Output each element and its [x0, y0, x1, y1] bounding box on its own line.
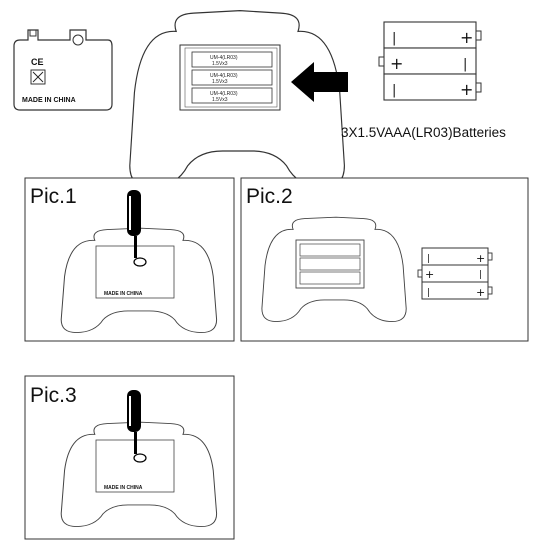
battery-plus-sign: + [390, 54, 403, 73]
battery-plus-sign: + [476, 286, 485, 299]
battery-compartment-top: UM-4(LR03) 1.5Vx3 UM-4(LR03) 1.5Vx3 UM-4… [179, 44, 281, 111]
battery-plus-sign: + [460, 80, 473, 99]
compartment-text-cell: UM-4(LR03) [210, 73, 238, 79]
battery-minus-sign: | [392, 31, 396, 46]
screwdriver-icon [127, 190, 147, 267]
battery-plus-sign: + [460, 28, 473, 47]
battery-plus-sign: + [425, 268, 434, 281]
made-in-china-label: MADE IN CHINA [104, 485, 143, 491]
panel-label-pic-2: Pic.2 [246, 185, 293, 208]
weee-icon [30, 69, 46, 85]
compartment-text-voltage: 1.5Vx3 [212, 79, 228, 85]
battery-minus-sign: | [463, 57, 467, 72]
battery-stack-top: | + + | | + [378, 21, 482, 101]
compartment-text-voltage: 1.5Vx3 [212, 61, 228, 67]
compartment-text-voltage: 1.5Vx3 [212, 97, 228, 103]
panel-pic-2: Pic.2 | + + | | + [240, 177, 529, 342]
insert-arrow-icon [291, 62, 348, 102]
battery-minus-sign: | [427, 254, 430, 264]
panel-pic-3: Pic.3 MADE IN CHINA [24, 375, 235, 540]
battery-stack-pic-2: | + + | | + [417, 247, 493, 300]
compartment-text-cell: UM-4(LR03) [210, 55, 238, 61]
battery-minus-sign: | [392, 83, 396, 98]
battery-spec-label: 3X1.5VAAA(LR03)Batteries [341, 125, 506, 140]
battery-minus-sign: | [479, 270, 482, 280]
ce-mark: CE [31, 57, 44, 67]
panel-label-pic-1: Pic.1 [30, 185, 77, 208]
compartment-text-cell: UM-4(LR03) [210, 91, 238, 97]
battery-compartment-pic-2 [295, 239, 365, 289]
battery-minus-sign: | [427, 288, 430, 298]
screwdriver-icon [127, 390, 147, 463]
made-in-china-label: MADE IN CHINA [104, 291, 143, 297]
panel-label-pic-3: Pic.3 [30, 384, 77, 407]
controller-open-top: UM-4(LR03) 1.5Vx3 UM-4(LR03) 1.5Vx3 UM-4… [129, 10, 346, 189]
battery-cover: CE MADE IN CHINA [13, 29, 113, 111]
panel-pic-1: Pic.1 MADE IN CHINA [24, 177, 235, 342]
battery-plus-sign: + [476, 252, 485, 265]
made-in-china-label: MADE IN CHINA [22, 97, 76, 104]
